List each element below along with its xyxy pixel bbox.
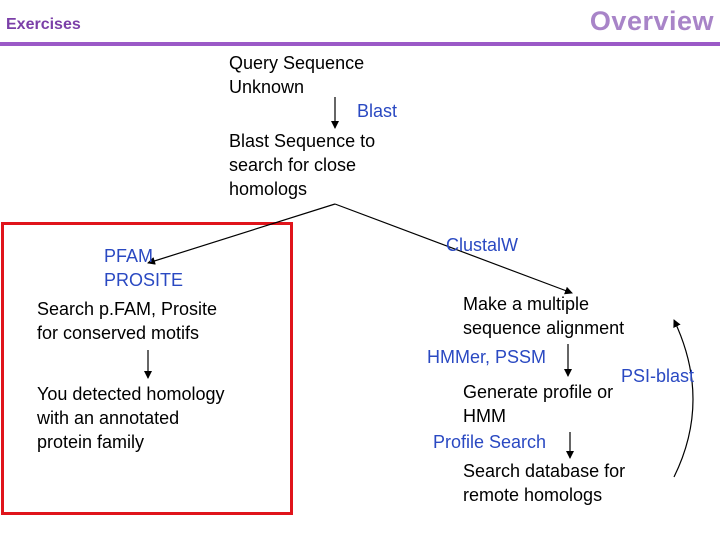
edge-label-profile-search: Profile Search <box>433 432 547 452</box>
edge-label-clustalw: ClustalW <box>446 235 519 255</box>
arrow-psi-blast-loop <box>673 319 694 478</box>
search-db-line: Search database for <box>463 461 626 481</box>
query-node-line: Query Sequence <box>229 53 365 73</box>
search-db-node: Search database for remote homologs <box>463 459 625 507</box>
profile-node: Generate profile or HMM <box>463 380 613 428</box>
edge-label-hmmer-pssm: HMMer, PSSM <box>427 347 547 367</box>
arrow-blast-to-pfam <box>147 203 336 265</box>
detected-node: You detected homology with an annotated … <box>37 382 224 454</box>
search-db-line: remote homologs <box>463 485 603 505</box>
highlight-box <box>1 222 293 515</box>
msa-node: Make a multiple sequence alignment <box>463 292 624 340</box>
pfam-search-line: Search p.FAM, Prosite <box>37 299 218 319</box>
blast-search-line: Blast Sequence to <box>229 131 376 151</box>
blast-search-line: homologs <box>229 179 308 199</box>
blast-search-line: search for close <box>229 155 357 175</box>
blast-search-node: Blast Sequence to search for close homol… <box>229 129 375 201</box>
page-title: Overview <box>589 6 714 36</box>
section-label: Exercises <box>6 16 81 33</box>
query-node-line: Unknown <box>229 77 305 97</box>
profile-line: Generate profile or <box>463 382 614 402</box>
pfam-tool-line: PROSITE <box>104 270 184 290</box>
detected-line: with an annotated <box>37 408 180 428</box>
arrow-blast-to-msa <box>334 203 573 295</box>
detected-line: protein family <box>37 432 145 452</box>
msa-line: Make a multiple <box>463 294 590 314</box>
edge-label-blast: Blast <box>357 101 398 121</box>
pfam-search-line: for conserved motifs <box>37 323 200 343</box>
detected-line: You detected homology <box>37 384 225 404</box>
pfam-tool-line: PFAM <box>104 246 154 266</box>
pfam-tools-label: PFAM PROSITE <box>104 244 183 292</box>
query-node: Query Sequence Unknown <box>229 51 364 99</box>
header-divider <box>0 42 720 46</box>
pfam-search-node: Search p.FAM, Prosite for conserved moti… <box>37 297 217 345</box>
profile-line: HMM <box>463 406 506 426</box>
edge-label-psi-blast: PSI-blast <box>621 366 695 386</box>
msa-line: sequence alignment <box>463 318 625 338</box>
